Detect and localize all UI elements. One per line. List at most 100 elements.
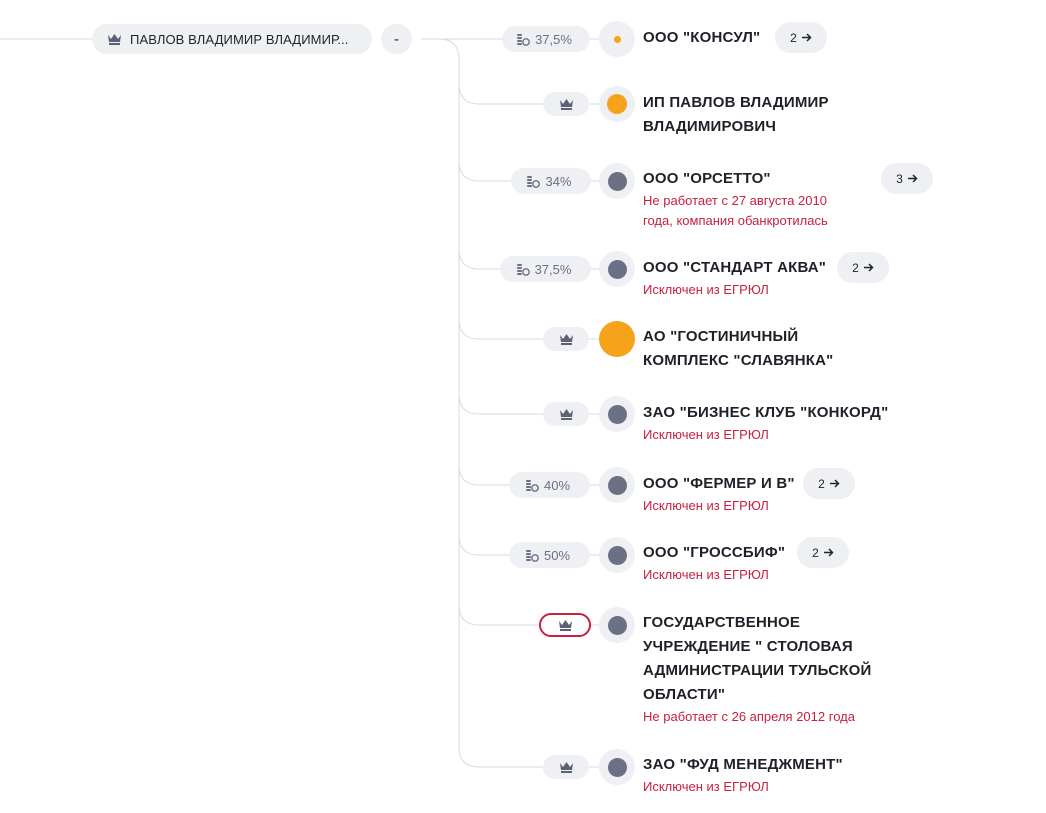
company-name-link[interactable]: ИП ПАВЛОВ ВЛАДИМИР ВЛАДИМИРОВИЧ — [643, 91, 829, 139]
coins-icon — [526, 174, 541, 188]
company-status-text: Не работает с 27 августа 2010 — [643, 193, 827, 208]
crown-icon — [107, 33, 122, 45]
share-percent-badge[interactable]: 50% — [509, 542, 590, 568]
related-links-button[interactable]: 2 — [775, 22, 827, 53]
crown-icon — [559, 333, 574, 345]
founder-badge[interactable] — [543, 402, 589, 426]
company-entry: ООО "КОНСУЛ" — [643, 26, 760, 50]
arrow-right-icon — [829, 477, 840, 491]
founder-badge[interactable] — [543, 755, 589, 779]
share-percent-value: 34% — [545, 173, 572, 189]
company-status-dot — [599, 321, 635, 357]
branch-line — [458, 604, 539, 626]
branch-line — [458, 534, 509, 556]
arrow-right-icon — [907, 172, 918, 186]
share-percent-badge[interactable]: 37,5% — [502, 26, 590, 52]
company-status-text: года, компания обанкротилась — [643, 213, 828, 228]
root-person-node[interactable]: ПАВЛОВ ВЛАДИМИР ВЛАДИМИР... — [92, 24, 372, 54]
company-name-link[interactable]: ЗАО "БИЗНЕС КЛУБ "КОНКОРД" — [643, 401, 888, 425]
company-name-line: ЗАО "БИЗНЕС КЛУБ "КОНКОРД" — [643, 404, 889, 421]
related-links-count: 2 — [852, 260, 859, 275]
crown-icon — [558, 619, 573, 631]
branch-line — [458, 318, 543, 340]
company-status-dot — [599, 251, 635, 287]
arrow-right-icon — [823, 546, 834, 560]
share-percent-badge[interactable]: 40% — [509, 472, 590, 498]
company-status-text: Исключен из ЕГРЮЛ — [643, 779, 769, 794]
company-name-line: КОМПЛЕКС "СЛАВЯНКА" — [643, 352, 834, 369]
company-name-link[interactable]: АО "ГОСТИНИЧНЫЙ КОМПЛЕКС "СЛАВЯНКА" — [643, 325, 834, 373]
related-links-count: 3 — [896, 171, 903, 186]
company-status-text: Исключен из ЕГРЮЛ — [643, 567, 769, 582]
coins-icon — [525, 548, 539, 562]
company-entry: ООО "СТАНДАРТ АКВА" Исключен из ЕГРЮЛ — [643, 256, 826, 300]
coins-icon — [525, 478, 539, 492]
founder-badge[interactable] — [543, 327, 589, 351]
company-name-line: ГОСУДАРСТВЕННОЕ — [643, 614, 801, 631]
share-percent-value: 37,5% — [534, 261, 572, 277]
related-links-button[interactable]: 2 — [803, 468, 855, 499]
company-name-line: ООО "ОРСЕТТО" — [643, 170, 771, 187]
company-status-dot — [599, 749, 635, 785]
company-status-text: Исключен из ЕГРЮЛ — [643, 282, 769, 297]
company-name-line: ООО "ГРОССБИФ" — [643, 544, 786, 561]
trunk-line — [421, 38, 480, 768]
related-links-button[interactable]: 3 — [881, 163, 933, 194]
company-name-line: УЧРЕЖДЕНИЕ " СТОЛОВАЯ — [643, 638, 853, 655]
root-person-name: ПАВЛОВ ВЛАДИМИР ВЛАДИМИР... — [130, 31, 349, 47]
company-status-dot — [599, 163, 635, 199]
share-percent-badge[interactable]: 37,5% — [500, 256, 591, 282]
company-entry: ИП ПАВЛОВ ВЛАДИМИР ВЛАДИМИРОВИЧ — [643, 91, 829, 139]
company-entry: АО "ГОСТИНИЧНЫЙ КОМПЛЕКС "СЛАВЯНКА" — [643, 325, 834, 373]
company-name-link[interactable]: ООО "КОНСУЛ" — [643, 26, 760, 50]
company-name-line: ОБЛАСТИ" — [643, 686, 726, 703]
company-status-dot — [599, 21, 635, 57]
company-name-line: ООО "КОНСУЛ" — [643, 29, 761, 46]
related-links-button[interactable]: 2 — [797, 537, 849, 568]
company-entry: ЗАО "БИЗНЕС КЛУБ "КОНКОРД" Исключен из ЕГ… — [643, 401, 888, 445]
share-percent-value: 40% — [543, 477, 571, 493]
branch-line — [458, 464, 509, 486]
related-links-count: 2 — [818, 476, 825, 491]
company-name-line: ООО "ФЕРМЕР И В" — [643, 475, 795, 492]
company-name-link[interactable]: ООО "СТАНДАРТ АКВА" — [643, 256, 826, 280]
company-name-line: ИП ПАВЛОВ ВЛАДИМИР — [643, 94, 829, 111]
coins-icon — [516, 32, 530, 46]
founder-badge[interactable] — [543, 92, 589, 116]
company-name-link[interactable]: ООО "ФЕРМЕР И В" — [643, 472, 795, 496]
company-status-dot — [599, 467, 635, 503]
crown-icon — [559, 408, 574, 420]
share-percent-value: 37,5% — [535, 31, 572, 47]
branch-line — [458, 393, 543, 415]
company-name-link[interactable]: ЗАО "ФУД МЕНЕДЖМЕНТ" — [643, 753, 843, 777]
company-status-text: Исключен из ЕГРЮЛ — [643, 498, 769, 513]
crown-icon — [559, 98, 574, 110]
company-name-line: ЗАО "ФУД МЕНЕДЖМЕНТ" — [643, 756, 843, 773]
coins-icon — [516, 262, 530, 276]
arrow-right-icon — [863, 261, 874, 275]
founder-badge[interactable] — [539, 613, 591, 637]
company-name-line: ООО "СТАНДАРТ АКВА" — [643, 259, 827, 276]
company-name-link[interactable]: ООО "ОРСЕТТО" — [643, 167, 828, 191]
company-status-text: Исключен из ЕГРЮЛ — [643, 427, 769, 442]
related-links-count: 2 — [790, 30, 797, 45]
collapse-button[interactable]: - — [381, 24, 412, 54]
company-entry: ЗАО "ФУД МЕНЕДЖМЕНТ" Исключен из ЕГРЮЛ — [643, 753, 843, 797]
crown-icon — [559, 761, 574, 773]
company-name-link[interactable]: ООО "ГРОССБИФ" — [643, 541, 785, 565]
company-entry: ООО "ФЕРМЕР И В" Исключен из ЕГРЮЛ — [643, 472, 795, 516]
company-status-text: Не работает с 26 апреля 2012 года — [643, 709, 855, 724]
related-links-button[interactable]: 2 — [837, 252, 889, 283]
branch-line — [458, 160, 511, 182]
related-links-count: 2 — [812, 545, 819, 560]
company-name-line: ВЛАДИМИРОВИЧ — [643, 118, 777, 135]
company-name-line: АО "ГОСТИНИЧНЫЙ — [643, 328, 799, 345]
company-entry: ООО "ОРСЕТТО" Не работает с 27 августа 20… — [643, 167, 828, 231]
company-entry: ООО "ГРОССБИФ" Исключен из ЕГРЮЛ — [643, 541, 785, 585]
share-percent-badge[interactable]: 34% — [511, 168, 591, 194]
company-status-dot — [599, 86, 635, 122]
branch-line — [458, 83, 543, 105]
company-status-dot — [599, 607, 635, 643]
